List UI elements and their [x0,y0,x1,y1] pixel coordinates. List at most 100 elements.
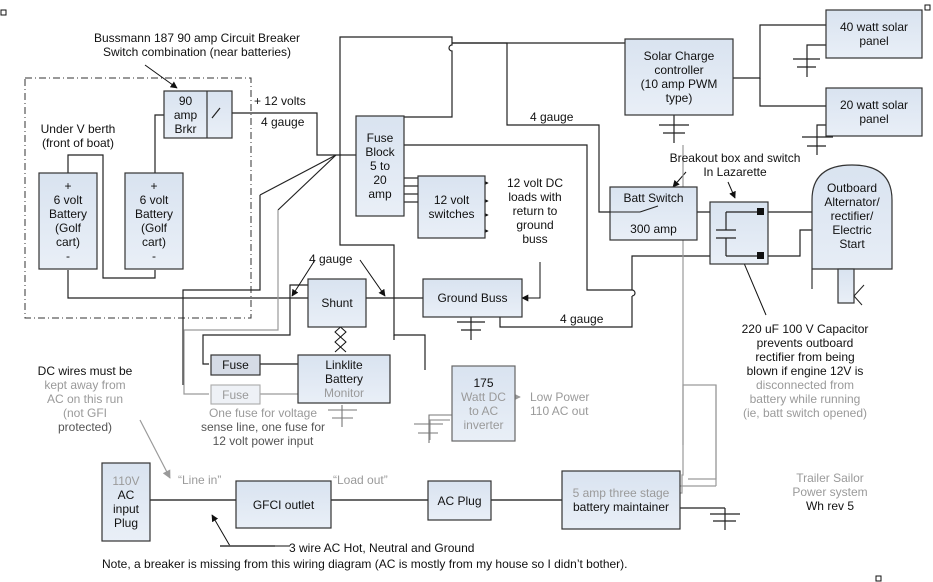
batt-switch-contact-icon [599,205,659,213]
ground-icon [710,508,740,530]
title-line: Power system [792,485,868,499]
title-line: Trailer Sailor [796,471,864,485]
text-line: return to [512,204,558,218]
battery-minus: - [152,249,156,263]
solar-controller-label: Solar Charge controller (10 amp PWM type… [625,39,733,115]
battery-1-box [38,172,98,270]
component-boxes [38,9,923,542]
text-line: Solar Charge [643,49,715,63]
ac-input-box [101,462,151,542]
ground-buss-box [422,278,523,318]
breaker-missing-note: Note, a breaker is missing from this wir… [102,557,628,571]
text-line: 6 volt [53,193,83,207]
text-line: cart) [142,235,166,249]
text-line: rectifier from being [755,350,855,364]
text-line: 20 watt solar [839,98,909,112]
text-line: In Lazarette [703,165,767,179]
ac-input-label: 110V AC input Plug [102,463,150,541]
text-line: Fuse [222,358,249,372]
text-line: 40 watt solar [839,20,909,34]
text-line: amp [368,187,392,201]
fuse-1-box [210,354,261,376]
ac-plug-box [427,480,492,521]
text-line: Breakout box and switch [669,151,801,165]
plus-12-volts-label: + 12 volts [254,94,306,108]
text-line: AC [117,488,135,502]
text-line: amp [173,107,198,122]
line-in-label: “Line in” [178,473,222,487]
text-line: panel [859,34,889,48]
text-line: input [112,502,140,516]
text-line: Electric [832,223,872,237]
text-line: protected) [57,420,113,434]
text-line: 20 [373,173,387,187]
breakout-note: Breakout box and switch In Lazarette [655,151,815,179]
text-line: Battery [134,207,173,221]
fuse-block-box [355,115,405,217]
ground-icon [659,115,689,143]
battery-plus: + [150,179,158,193]
text-line: Linklite [325,358,363,372]
solar-controller-box [624,38,734,116]
ground-icon [328,405,357,427]
v-berth-note: Under V berth (front of boat) [28,122,128,150]
outboard-box [811,164,893,289]
linklite-label: Linklite Battery Monitor [298,355,390,403]
switches-box [417,175,486,239]
ground-icon [802,124,833,155]
grey-ground-symbols [328,405,452,443]
capacitor-note: 220 uF 100 V Capacitor prevents outboard… [720,322,890,420]
fuse-block-label: Fuse Block 5 to 20 amp [356,116,404,216]
batt-switch-rating: 300 amp [630,222,677,236]
switches-label: 12 volt switches [418,176,485,238]
text-line: Battery [324,372,363,386]
corner-handle [0,9,7,16]
text-line: Outboard [826,181,878,195]
breaker-box [163,90,233,139]
text-line: rectifier/ [830,209,874,223]
text-line: to AC [468,404,499,418]
text-line: Block [365,145,395,159]
text-line: (10 amp PWM [640,77,718,91]
diagram-title: Trailer Sailor Power system Wh rev 5 [770,471,890,513]
outboard-label: Outboard Alternator/ rectifier/ Electric… [812,176,892,256]
text-line: controller [654,63,704,77]
dc-wires-note: DC wires must be kept away from AC on th… [30,364,140,434]
fuse-1-label: Fuse [211,355,260,375]
shunt-gauge-label: 4 gauge [309,252,353,266]
dc-loads-note: 12 volt DC loads with return to ground b… [490,176,580,246]
propeller-icon [853,284,865,306]
text-line: Low Power [530,390,590,404]
switch-contact-icon [211,107,221,119]
solar-40-box [825,9,923,59]
ac-plug-label: AC Plug [428,481,491,520]
ground-icon [793,44,826,77]
capacitor-icon [716,211,760,257]
text-line: 110V [112,474,140,488]
text-line: GFCI outlet [252,497,315,512]
text-line: switches [428,207,475,221]
text-line: (Golf [54,221,81,235]
text-line: Fuse [222,387,249,402]
ground-icon [414,414,452,443]
ac-wire-legend: 3 wire AC Hot, Neutral and Ground [289,541,475,555]
text-line: ground [516,218,554,232]
breaker-note: Bussmann 187 90 amp Circuit Breaker Swit… [62,31,332,59]
text-line: 175 [473,376,494,390]
gfci-label: GFCI outlet [236,481,331,528]
text-line: Ground Buss [437,291,508,305]
text-line: cart) [56,235,80,249]
battery-plus: + [64,179,72,193]
main-gauge-label: 4 gauge [261,115,305,129]
text-line: inverter [463,418,504,432]
solar-20-label: 20 watt solar panel [826,88,922,136]
text-line: prevents outboard [756,336,854,350]
maintainer-label: 5 amp three stage battery maintainer [562,471,680,529]
text-line: DC wires must be [37,364,133,378]
text-line: Switch combination (near batteries) [102,45,292,59]
text-line: (not GFI [62,406,107,420]
breaker-label: 90 amp Brkr [164,91,207,138]
ground-gauge-label: 4 gauge [560,312,604,326]
load-out-label: “Load out” [333,473,388,487]
